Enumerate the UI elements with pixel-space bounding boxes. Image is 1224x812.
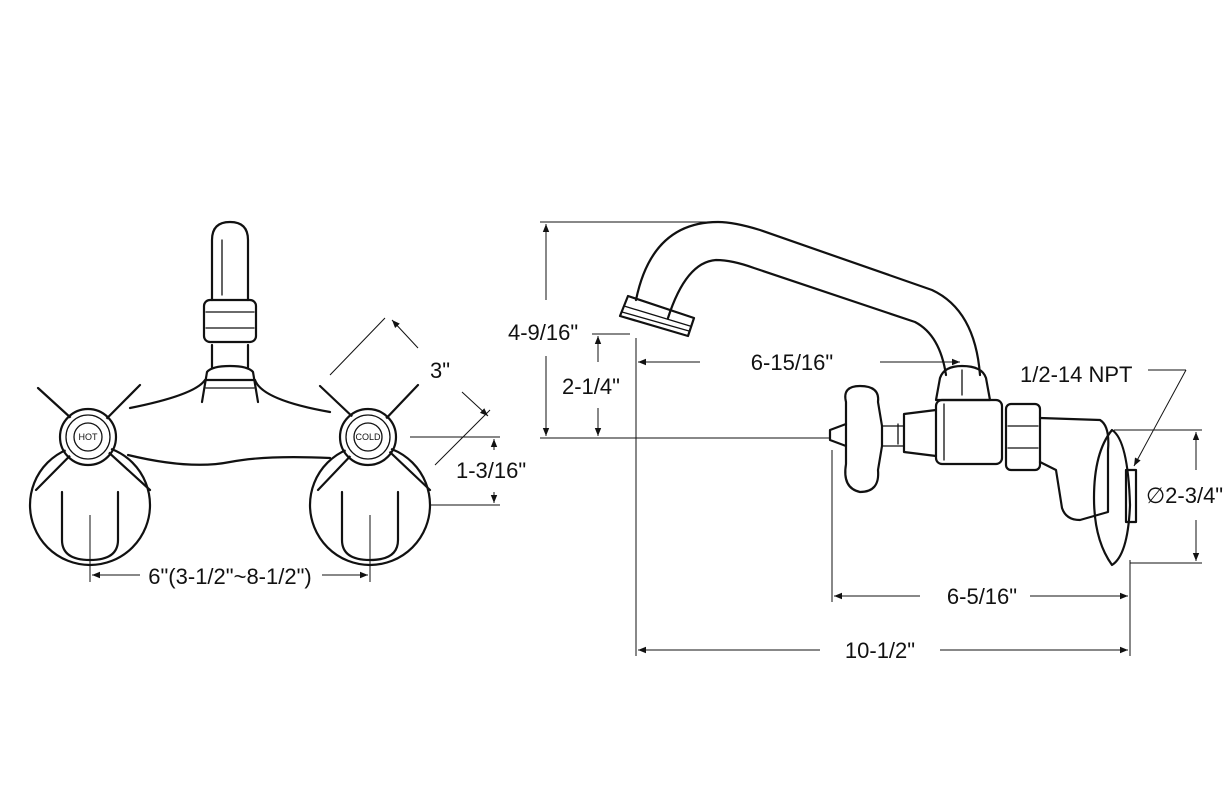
overall-depth-dimension: 10-1/2" <box>845 638 915 663</box>
body-bottom <box>126 453 332 466</box>
spout-aerator <box>618 294 696 338</box>
swivel-nut <box>934 364 992 402</box>
side-handle <box>844 384 884 494</box>
hot-handle: HOT <box>34 383 152 492</box>
spout-clearance-dimension: 2-1/4" <box>562 374 620 399</box>
flange-diameter-dimension: ∅2-3/4" <box>1146 483 1223 508</box>
hot-label: HOT <box>79 432 99 442</box>
overall-height-dimension: 4-9/16" <box>508 320 578 345</box>
hex-nut <box>1004 402 1042 472</box>
bonnet <box>902 408 938 458</box>
spout-tip <box>210 220 250 302</box>
center-hub <box>200 364 260 404</box>
cold-handle: COLD <box>316 383 432 492</box>
side-view: 4-9/16" 2-1/4" 6-15/16" 6-5/16" 10-1/2" … <box>508 220 1223 663</box>
center-spacing-dimension: 6"(3-1/2"~8-1/2") <box>148 564 311 589</box>
thread-spec-callout: 1/2-14 NPT <box>1020 362 1133 387</box>
spout-inner <box>666 258 948 377</box>
elbow-arm <box>1038 416 1110 522</box>
handle-reach-dimension: 3" <box>430 358 450 383</box>
handle-height-dimension: 1-3/16" <box>456 458 526 483</box>
body-top <box>128 378 332 414</box>
side-wall-flange <box>1092 428 1132 567</box>
cold-label: COLD <box>355 432 381 442</box>
spout-outer <box>634 220 982 377</box>
body-depth-dimension: 6-5/16" <box>947 584 1017 609</box>
spout-riser <box>210 343 250 370</box>
valve-body <box>934 398 1004 466</box>
aerator <box>202 298 258 344</box>
spout-reach-dimension: 6-15/16" <box>751 350 833 375</box>
front-view: HOT COLD 6"(3-1/2"~8-1/2") 3" 1-3/16" <box>28 220 526 589</box>
npt-nipple <box>1124 468 1138 524</box>
